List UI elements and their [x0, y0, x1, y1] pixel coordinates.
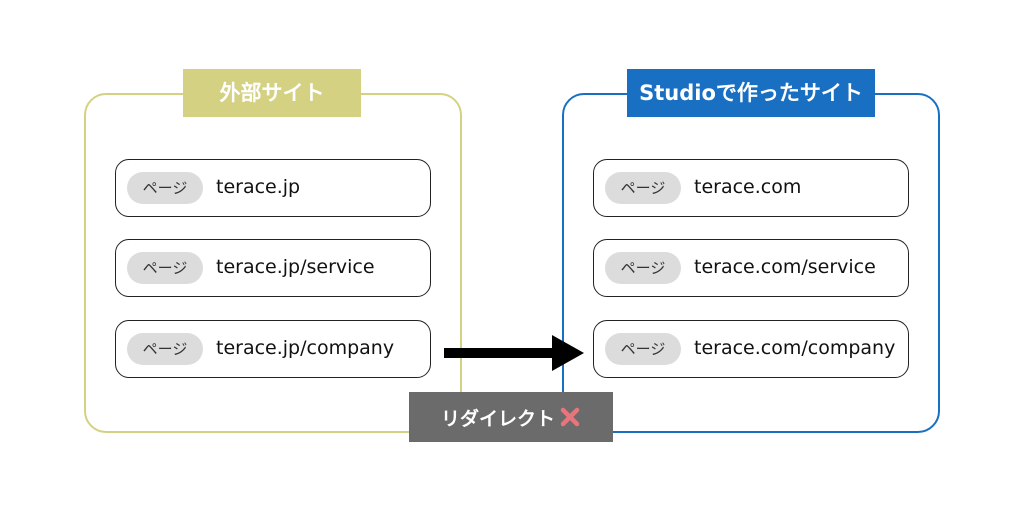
studio-page-row-service: ページ terace.com/service: [593, 239, 909, 297]
external-page-row-company: ページ terace.jp/company: [115, 320, 431, 378]
redirect-label: リダイレクト: [409, 392, 613, 442]
studio-page-row-company: ページ terace.com/company: [593, 320, 909, 378]
cross-mark-icon: [560, 407, 580, 427]
page-tag: ページ: [605, 172, 681, 204]
external-page-row-top: ページ terace.jp: [115, 159, 431, 217]
page-url: terace.com: [694, 176, 802, 198]
page-tag: ページ: [127, 172, 203, 204]
redirect-label-text: リダイレクト: [440, 407, 555, 430]
page-tag: ページ: [605, 333, 681, 365]
external-site-title: 外部サイト: [183, 69, 361, 117]
page-url: terace.com/company: [694, 337, 896, 359]
studio-page-row-top: ページ terace.com: [593, 159, 909, 217]
page-url: terace.com/service: [694, 256, 876, 278]
page-tag: ページ: [605, 252, 681, 284]
redirect-arrow-icon: [444, 335, 584, 371]
external-page-row-service: ページ terace.jp/service: [115, 239, 431, 297]
page-url: terace.jp: [216, 176, 301, 198]
page-url: terace.jp/service: [216, 256, 375, 278]
page-url: terace.jp/company: [216, 337, 395, 359]
page-tag: ページ: [127, 333, 203, 365]
studio-site-title: Studioで作ったサイト: [627, 69, 875, 117]
page-tag: ページ: [127, 252, 203, 284]
